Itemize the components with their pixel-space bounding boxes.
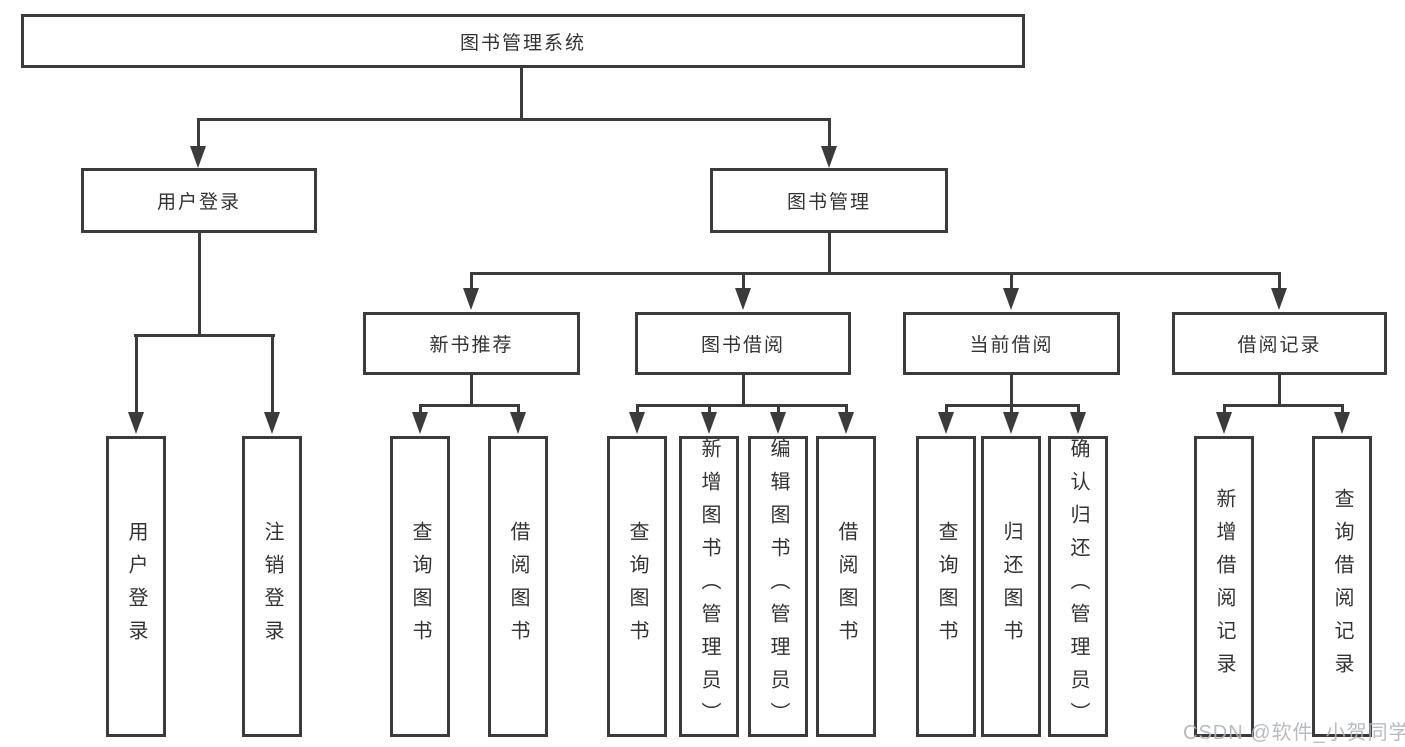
connector-drop xyxy=(1010,404,1013,414)
arrow-down-icon xyxy=(938,412,954,434)
connector-drop xyxy=(1341,404,1344,414)
connector-newbook-bar xyxy=(419,404,520,407)
connector-drop xyxy=(517,404,520,414)
leaf-borrow-add-label: 新增图书（管理员） xyxy=(698,438,720,735)
arrow-down-icon xyxy=(770,412,786,434)
leaf-newbook-query: 查询图书 xyxy=(390,436,450,737)
leaf-borrow-borrow: 借阅图书 xyxy=(816,436,876,737)
node-book-borrow: 图书借阅 xyxy=(635,312,851,375)
connector-bookmgmt-stem xyxy=(828,231,831,275)
leaf-record-query: 查询借阅记录 xyxy=(1312,436,1372,737)
connector-drop xyxy=(271,334,274,414)
leaf-newbook-borrow-label: 借阅图书 xyxy=(507,520,529,653)
connector-newbook-stem xyxy=(470,373,473,407)
leaf-borrow-edit: 编辑图书（管理员） xyxy=(748,436,808,737)
leaf-borrow-add: 新增图书（管理员） xyxy=(679,436,739,737)
connector-drop xyxy=(845,404,848,414)
node-borrow-record: 借阅记录 xyxy=(1172,312,1387,375)
node-book-mgmt: 图书管理 xyxy=(710,168,948,233)
leaf-record-query-label: 查询借阅记录 xyxy=(1331,487,1353,686)
connector-drop xyxy=(1278,272,1281,292)
connector-drop xyxy=(1077,404,1080,414)
connector-record-stem xyxy=(1278,373,1281,407)
connector-userlogin-bar xyxy=(134,334,275,337)
node-root-label: 图书管理系统 xyxy=(459,32,586,54)
connector-drop xyxy=(742,272,745,292)
arrow-down-icon xyxy=(701,412,717,434)
connector-drop xyxy=(777,404,780,414)
connector-drop xyxy=(419,404,422,414)
leaf-borrow-query: 查询图书 xyxy=(607,436,667,737)
leaf-newbook-query-label: 查询图书 xyxy=(409,520,431,653)
connector-level3-bar xyxy=(470,272,1281,275)
csdn-watermark: CSDN @软件_小贺同学 xyxy=(1183,722,1405,744)
leaf-borrow-edit-label: 编辑图书（管理员） xyxy=(767,438,789,735)
arrow-down-icon xyxy=(128,412,144,434)
connector-drop xyxy=(470,272,473,292)
connector-drop xyxy=(135,334,138,414)
node-root: 图书管理系统 xyxy=(21,14,1025,68)
arrow-down-icon xyxy=(510,412,526,434)
connector-record-bar xyxy=(1223,404,1343,407)
leaf-user-login: 用户登录 xyxy=(106,436,166,737)
arrow-down-icon xyxy=(190,146,206,168)
connector-userlogin-drop xyxy=(197,118,200,148)
leaf-record-add-label: 新增借阅记录 xyxy=(1213,487,1235,686)
leaf-newbook-borrow: 借阅图书 xyxy=(488,436,548,737)
leaf-current-query: 查询图书 xyxy=(916,436,976,737)
node-book-borrow-label: 图书借阅 xyxy=(700,335,785,356)
node-borrow-record-label: 借阅记录 xyxy=(1237,335,1322,356)
arrow-down-icon xyxy=(821,146,837,168)
leaf-current-return-label: 归还图书 xyxy=(1000,520,1022,653)
leaf-user-login-label: 用户登录 xyxy=(125,520,147,653)
connector-userlogin-stem xyxy=(198,231,201,336)
leaf-logout-label: 注销登录 xyxy=(261,520,283,653)
connector-drop xyxy=(945,404,948,414)
connector-drop xyxy=(1223,404,1226,414)
arrow-down-icon xyxy=(1271,288,1287,310)
connector-level2-bar xyxy=(197,118,831,121)
node-new-book-rec-label: 新书推荐 xyxy=(429,335,514,356)
node-user-login-label: 用户登录 xyxy=(156,192,241,213)
leaf-current-confirm: 确认归还（管理员） xyxy=(1048,436,1108,737)
leaf-current-query-label: 查询图书 xyxy=(935,520,957,653)
leaf-borrow-query-label: 查询图书 xyxy=(626,520,648,653)
connector-drop xyxy=(1010,272,1013,292)
connector-drop xyxy=(636,404,639,414)
leaf-record-add: 新增借阅记录 xyxy=(1194,436,1254,737)
connector-current-stem xyxy=(1010,373,1013,407)
arrow-down-icon xyxy=(463,288,479,310)
node-current-borrow-label: 当前借阅 xyxy=(969,335,1054,356)
connector-root-stem xyxy=(520,66,523,120)
arrow-down-icon xyxy=(1003,288,1019,310)
arrow-down-icon xyxy=(1216,412,1232,434)
arrow-down-icon xyxy=(735,288,751,310)
connector-borrow-stem xyxy=(742,373,745,407)
node-current-borrow: 当前借阅 xyxy=(903,312,1120,375)
connector-bookmgmt-drop xyxy=(828,118,831,148)
arrow-down-icon xyxy=(1070,412,1086,434)
connector-borrow-bar xyxy=(636,404,847,407)
connector-drop xyxy=(708,404,711,414)
arrow-down-icon xyxy=(264,412,280,434)
node-new-book-rec: 新书推荐 xyxy=(363,312,580,375)
leaf-borrow-borrow-label: 借阅图书 xyxy=(835,520,857,653)
leaf-current-return: 归还图书 xyxy=(981,436,1041,737)
arrow-down-icon xyxy=(838,412,854,434)
node-user-login: 用户登录 xyxy=(81,168,317,233)
arrow-down-icon xyxy=(1003,412,1019,434)
node-book-mgmt-label: 图书管理 xyxy=(786,192,871,213)
arrow-down-icon xyxy=(412,412,428,434)
arrow-down-icon xyxy=(1334,412,1350,434)
arrow-down-icon xyxy=(629,412,645,434)
leaf-current-confirm-label: 确认归还（管理员） xyxy=(1067,438,1089,735)
leaf-logout: 注销登录 xyxy=(242,436,302,737)
